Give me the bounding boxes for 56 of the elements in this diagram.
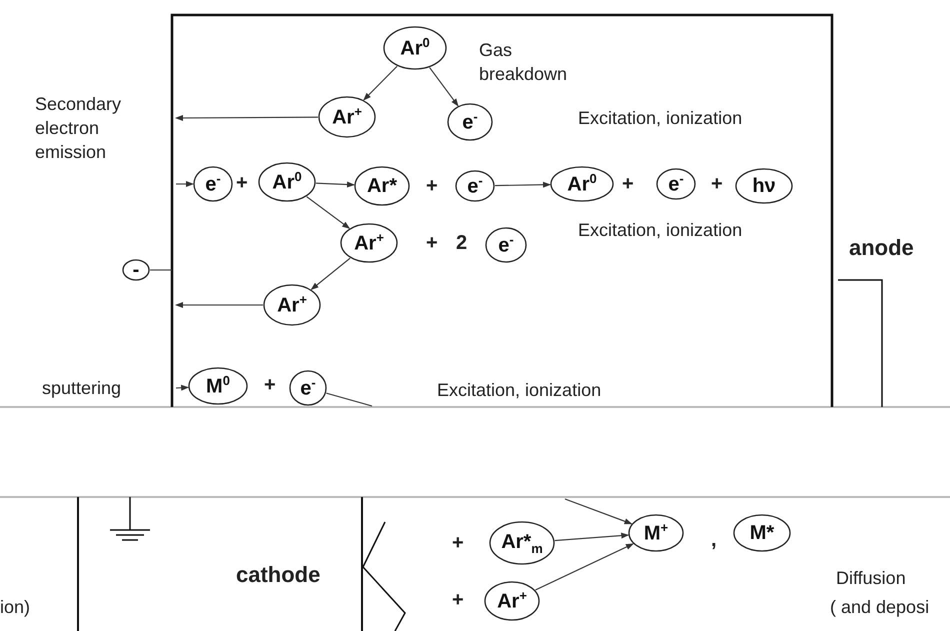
arrow [175,302,263,308]
operator-sign: + [426,174,438,198]
particle-ellipse: Ar$^{+}$ [318,96,376,138]
arrow [429,67,459,107]
operator-sign: , [711,528,717,552]
particle-ellipse: M$^{+}$ [628,514,684,552]
arrow [535,543,634,590]
particle-ellipse: Ar* [354,166,410,206]
arrow [363,66,398,101]
arrow [495,182,551,188]
particle-ellipse: e$^{-}$ [447,103,493,141]
operator-sign: + [711,172,723,196]
operator-sign: + [426,231,438,255]
particle-ellipse: Ar$^{0}$ [383,26,447,70]
particle-ellipse: M$^{0}$ [188,367,248,405]
arrow [176,384,190,391]
particle-ellipse: e$^{-}$ [656,168,696,200]
particle-ellipse: e$^{-}$ [485,227,527,263]
particle-ellipse: Ar$^{0}$ [258,162,316,202]
connector-line [150,269,172,271]
process-label: Excitation, ionization [578,219,742,242]
electrode-label: anode [849,236,914,260]
electrode-label: cathode [236,563,320,587]
particle-ellipse: e$^{-}$ [289,370,327,406]
operator-sign: + [452,588,464,612]
process-label: Gas breakdown [479,39,568,86]
particle-ellipse: Ar$^{+}$ [340,223,398,263]
operator-sign: + [264,373,276,397]
particle-ellipse: e$^{-}$ [193,166,233,202]
connector-line [326,392,372,407]
process-label: Excitation, ionization [437,379,602,402]
particle-ellipse: M* [733,514,791,552]
charge-circle: - [122,259,150,281]
arrow [564,498,632,524]
particle-ellipse: hν [735,168,793,204]
operator-sign: + [622,172,634,196]
arrow [176,181,194,187]
arrow [310,258,350,290]
process-label: ion) [0,596,30,619]
operator-sign: 2 [456,231,468,255]
arrow [175,114,318,121]
particle-ellipse: Ar*$_{m}$ [489,521,555,565]
operator-sign: + [236,171,248,195]
operator-sign: + [452,531,464,555]
particle-ellipse: e$^{-}$ [455,170,495,202]
process-label: ( and deposi [830,596,930,619]
arrow [306,196,350,229]
process-label: Diffusion [836,567,906,590]
particle-ellipse: Ar$^{+}$ [484,581,540,621]
particle-ellipse: Ar$^{0}$ [550,166,614,202]
process-label: Excitation, ionization [578,107,742,130]
particle-ellipse: Ar$^{+}$ [263,284,321,326]
process-label: Secondary electron emission [35,93,122,164]
process-label: sputtering [42,377,122,400]
arrow [554,532,630,542]
arrow [316,182,355,188]
